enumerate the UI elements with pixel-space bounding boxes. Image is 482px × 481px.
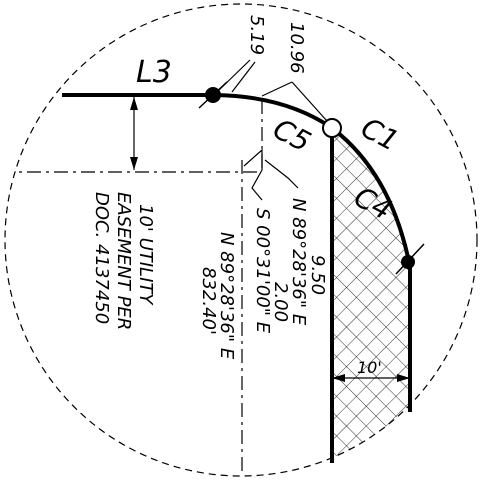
label-dim-832-40: 832.40' [198, 267, 219, 335]
label-easement-line1: 10' UTILITY [135, 204, 156, 306]
label-l3: L3 [136, 55, 172, 90]
dim-easement-arrow-bottom [130, 157, 138, 170]
label-dim-2-00: 2.00 [270, 282, 291, 322]
label-easement-line3: DOC. 4137450 [91, 192, 112, 324]
point-open-circle [322, 118, 342, 138]
label-c5: C5 [268, 112, 316, 159]
label-easement-line2: EASEMENT PER [113, 192, 134, 330]
dim-10ft-arrow-right [397, 374, 410, 382]
detail-boundary-circle [4, 3, 478, 477]
leader-10-96-a [261, 81, 293, 97]
label-dim-10-96: 10.96 [286, 22, 307, 74]
curve-c5 [214, 93, 334, 130]
label-dim-9-50: 9.50 [307, 255, 328, 295]
dim-easement-arrow-top [130, 97, 138, 110]
point-tick-c4-end [395, 243, 425, 275]
leader-n89 [264, 159, 299, 189]
label-c1: C1 [356, 111, 404, 158]
leader-5-19-b [231, 61, 256, 93]
label-bearing-n89-2: N 89°28'36" E [216, 232, 237, 360]
leader-5-19-a [216, 59, 251, 93]
label-bearing-n89-1: N 89°28'36" E [288, 198, 309, 326]
label-dim-10ft: 10' [357, 358, 382, 377]
leader-s00 [243, 148, 263, 201]
label-bearing-s00: S 00°31'00" E [252, 208, 273, 334]
hatched-area [332, 128, 410, 476]
dim-10ft-arrow-left [332, 374, 345, 382]
label-dim-5-19: 5.19 [246, 15, 267, 55]
leader-10-96-b [291, 81, 328, 122]
curve-c4 [330, 126, 411, 263]
